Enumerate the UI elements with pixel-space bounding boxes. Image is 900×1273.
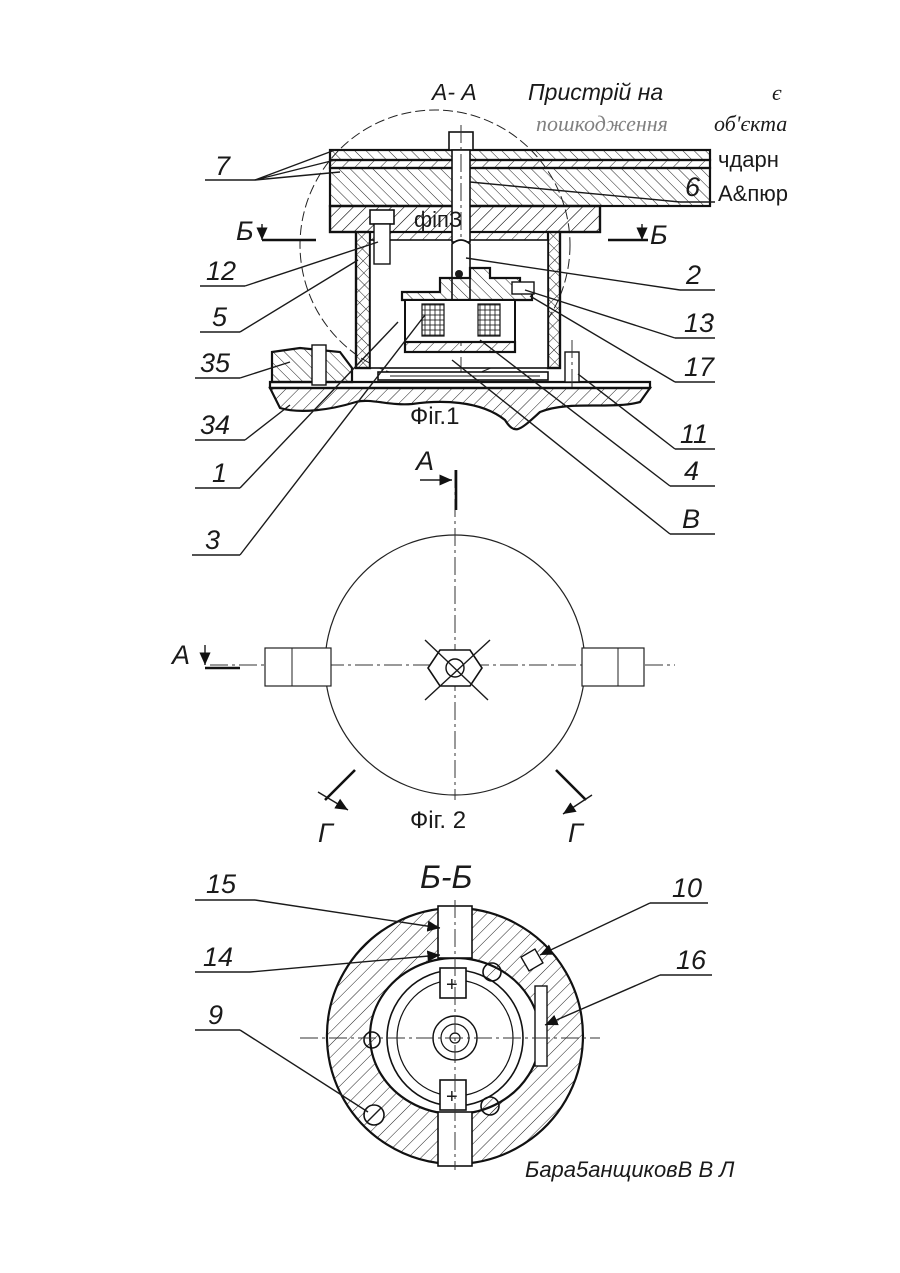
part-label-15: 15 <box>206 869 237 899</box>
coil-base <box>405 342 515 352</box>
part-label-7: 7 <box>215 151 231 181</box>
part-label-34: 34 <box>200 410 230 440</box>
section-b-right-label: Б <box>650 220 668 250</box>
part-label-6: 6 <box>685 172 701 202</box>
author-signature: Бара5анщиковВ В Л <box>525 1157 735 1182</box>
view-g-left-label: Г <box>318 818 335 848</box>
title-line-2: об'єкта <box>714 111 787 136</box>
section-bb-title: Б-Б <box>420 859 472 895</box>
clamp-screw <box>312 345 326 385</box>
left-screw-head <box>370 210 394 224</box>
fig1-section-view: Б Б фіпЗ <box>192 110 715 555</box>
right-lug <box>582 648 644 686</box>
part-label-35: 35 <box>200 348 231 378</box>
coil-winding-left <box>422 304 444 336</box>
screw-top-right <box>483 963 501 981</box>
part-label-14: 14 <box>203 942 233 972</box>
fig3-reference: фіпЗ <box>414 207 462 232</box>
leader-5 <box>240 260 358 332</box>
screw-bottom-right <box>481 1097 499 1115</box>
leader-7b <box>255 160 335 180</box>
title-line-2-strike: пошкодження <box>536 111 668 136</box>
leader-10 <box>540 903 650 955</box>
title-line-3: чдарн <box>718 147 779 172</box>
title-mark: є <box>772 80 782 105</box>
part-label-4: 4 <box>684 456 699 486</box>
coil-winding-right <box>478 304 500 336</box>
part-label-17: 17 <box>684 352 715 382</box>
leader-15 <box>255 900 440 928</box>
leader-34 <box>245 405 290 440</box>
part-label-2: 2 <box>685 260 701 290</box>
part-label-12: 12 <box>206 256 236 286</box>
leader-7c <box>255 172 340 180</box>
contact-point <box>455 270 463 278</box>
view-g-right-line <box>556 770 586 800</box>
section-a-top-label: А <box>414 446 434 476</box>
part-label-16: 16 <box>676 945 707 975</box>
section-b-left-label: Б <box>236 216 254 246</box>
left-screw-shank <box>374 224 390 264</box>
section-a-left-label: А <box>170 640 190 670</box>
part-label-5: 5 <box>212 302 228 332</box>
fig1-caption: Фіг.1 <box>410 403 459 430</box>
left-lug <box>265 648 331 686</box>
part-label-13: 13 <box>684 308 714 338</box>
part-label-11: 11 <box>680 419 708 449</box>
section-aa-title: А- А <box>430 79 477 105</box>
view-g-right-arrow <box>563 795 592 814</box>
title-line-1: Пристрій на <box>528 79 663 105</box>
fig2-plan-view: А А Г Г Фіг. 2 <box>170 446 675 848</box>
leader-7a <box>255 150 335 180</box>
fig2-caption: Фіг. 2 <box>410 807 466 834</box>
right-side-slot <box>535 986 547 1066</box>
fig3-section-view: Б-Б + + <box>195 859 712 1170</box>
terminal-top-plus: + <box>446 974 458 996</box>
part-label-1: 1 <box>212 458 227 488</box>
view-g-left-arrow <box>318 792 348 810</box>
housing-left-wall <box>356 232 370 368</box>
part-label-3: 3 <box>205 525 220 555</box>
view-g-right-label: Г <box>568 818 585 848</box>
top-plate-layer-1 <box>330 150 710 160</box>
object-surface <box>270 388 650 429</box>
terminal-bottom-plus: + <box>446 1086 458 1108</box>
part-label-v: В <box>682 504 700 534</box>
screw-left <box>364 1032 380 1048</box>
part-label-9: 9 <box>208 1000 223 1030</box>
part-label-10: 10 <box>672 873 702 903</box>
view-g-left-line <box>325 770 355 800</box>
top-plate-layer-2 <box>330 160 710 168</box>
title-line-4: А&пюр <box>718 181 788 206</box>
